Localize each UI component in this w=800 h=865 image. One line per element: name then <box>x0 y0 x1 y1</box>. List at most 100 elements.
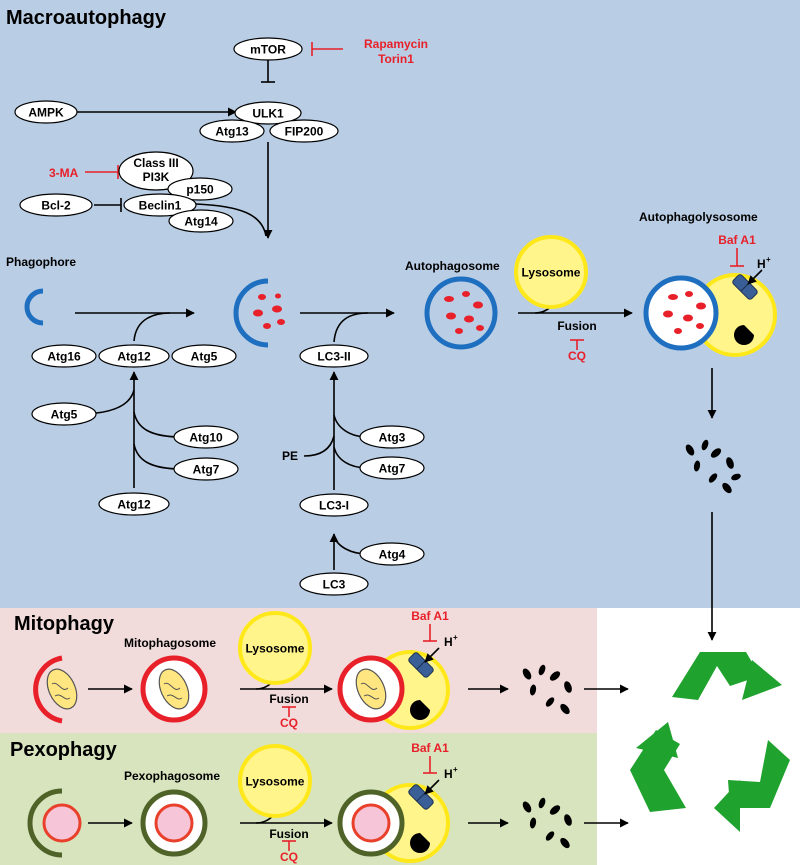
svg-text:Atg4: Atg4 <box>379 548 406 562</box>
conjugation-connectors <box>75 281 717 828</box>
svg-text:Atg12: Atg12 <box>117 498 151 512</box>
autophagosome-label: Autophagosome <box>405 259 500 273</box>
lysosome-pexo: Lysosome <box>238 744 312 818</box>
peroxisome-icon <box>42 803 82 843</box>
node-lc3: LC3 <box>299 572 369 596</box>
node-ulk1: ULK1 <box>234 101 302 125</box>
node-atg10: Atg10 <box>173 425 239 449</box>
svg-text:PI3K: PI3K <box>143 170 170 184</box>
node-atg4: Atg4 <box>359 542 425 566</box>
svg-text:ULK1: ULK1 <box>252 107 284 121</box>
fusion-label-mito: Fusion <box>269 692 308 706</box>
degraded-fragments-icon <box>522 664 572 715</box>
svg-text:Atg10: Atg10 <box>189 431 223 445</box>
section-title-macroautophagy: Macroautophagy <box>6 7 167 29</box>
svg-text:AMPK: AMPK <box>28 106 64 120</box>
node-atg3: Atg3 <box>359 425 425 449</box>
inhibitor-cq-pexo: CQ <box>280 850 298 864</box>
node-lc3-i: LC3-I <box>299 493 369 517</box>
svg-text:Atg5: Atg5 <box>191 350 218 364</box>
svg-text:FIP200: FIP200 <box>285 125 324 139</box>
degraded-fragments-icon <box>685 439 741 494</box>
svg-text:mTOR: mTOR <box>250 43 286 57</box>
node-atg5-free: Atg5 <box>31 402 97 426</box>
autophagosome <box>424 276 498 350</box>
svg-text:+: + <box>766 255 771 264</box>
section-title-pexophagy: Pexophagy <box>10 739 118 761</box>
lysosome-mito: Lysosome <box>238 611 312 685</box>
svg-text:Atg7: Atg7 <box>193 463 220 477</box>
svg-text:Atg3: Atg3 <box>379 431 406 445</box>
node-lc3-ii: LC3-II <box>299 344 369 368</box>
svg-text:Atg5: Atg5 <box>51 408 78 422</box>
inhibitor-bars <box>85 42 744 851</box>
node-ampk: AMPK <box>14 100 78 124</box>
node-atg7-b: Atg7 <box>359 456 425 480</box>
pexophagosome <box>140 789 208 857</box>
svg-text:Atg14: Atg14 <box>184 215 218 229</box>
mitophagosome-label: Mitophagosome <box>124 636 216 650</box>
pe-label: PE <box>282 449 298 463</box>
svg-text:LC3: LC3 <box>323 578 346 592</box>
svg-text:Atg7: Atg7 <box>379 462 406 476</box>
section-title-mitophagy: Mitophagy <box>14 613 115 635</box>
svg-text:Lysosome: Lysosome <box>246 775 305 789</box>
node-atg16: Atg16 <box>31 344 97 368</box>
phagophore-membrane <box>24 288 44 326</box>
node-atg5: Atg5 <box>171 344 237 368</box>
node-atg14: Atg14 <box>168 209 234 233</box>
autophagolysosome: H + <box>643 255 777 357</box>
forming-autophagosome <box>233 278 285 348</box>
svg-text:p150: p150 <box>186 183 214 197</box>
signaling-connectors <box>76 60 275 239</box>
mito-autolysosome: H + <box>337 633 458 730</box>
mitochondrion-icon <box>46 668 78 710</box>
svg-text:Atg13: Atg13 <box>215 125 249 139</box>
inhibitor-baf-a1-pexo: Baf A1 <box>411 741 449 755</box>
node-class-iii-pi3k: Class III PI3K <box>118 151 194 191</box>
svg-text:H: H <box>757 257 766 271</box>
svg-text:H: H <box>444 767 453 781</box>
pexo-autolysosome: H + <box>337 765 458 863</box>
node-mtor: mTOR <box>233 37 303 61</box>
autophagolysosome-label: Autophagolysosome <box>639 210 758 224</box>
mito-phagophore <box>33 655 78 724</box>
inhibitor-rapamycin: Rapamycin <box>364 37 428 51</box>
pexo-phagophore <box>27 788 82 858</box>
node-atg12-free: Atg12 <box>98 492 170 516</box>
node-beclin1: Beclin1 <box>123 193 197 217</box>
node-p150: p150 <box>167 177 233 201</box>
phagophore-label: Phagophore <box>6 255 76 269</box>
fusion-label-macro: Fusion <box>557 319 596 333</box>
svg-text:Lysosome: Lysosome <box>246 642 305 656</box>
recycle-icon <box>630 652 790 832</box>
inhibitor-cq-macro: CQ <box>568 349 586 363</box>
node-atg12: Atg12 <box>98 344 170 368</box>
node-atg13: Atg13 <box>199 119 265 143</box>
node-fip200: FIP200 <box>269 119 339 143</box>
svg-text:Beclin1: Beclin1 <box>139 199 182 213</box>
svg-text:LC3-I: LC3-I <box>319 499 349 513</box>
degraded-fragments-icon <box>522 797 572 849</box>
node-atg7-a: Atg7 <box>173 457 239 481</box>
svg-text:Atg16: Atg16 <box>47 350 81 364</box>
svg-text:LC3-II: LC3-II <box>317 350 350 364</box>
svg-text:Class III: Class III <box>133 156 178 170</box>
inhibitor-3-ma: 3-MA <box>49 166 79 180</box>
svg-text:Atg12: Atg12 <box>117 350 151 364</box>
lysosome-macro: Lysosome <box>514 235 588 309</box>
mitophagosome <box>140 655 208 723</box>
inhibitor-baf-a1-macro: Baf A1 <box>718 233 756 247</box>
fusion-label-pexo: Fusion <box>269 827 308 841</box>
lysosomal-enzyme-icon <box>734 325 754 345</box>
node-bcl-2: Bcl-2 <box>19 193 93 217</box>
inhibitor-baf-a1-mito: Baf A1 <box>411 609 449 623</box>
svg-text:H: H <box>444 635 453 649</box>
inhibitor-torin1: Torin1 <box>378 52 414 66</box>
svg-text:+: + <box>453 765 458 774</box>
pexophagosome-label: Pexophagosome <box>124 769 220 783</box>
svg-text:Lysosome: Lysosome <box>522 266 581 280</box>
svg-text:+: + <box>453 633 458 642</box>
inhibitor-cq-mito: CQ <box>280 716 298 730</box>
